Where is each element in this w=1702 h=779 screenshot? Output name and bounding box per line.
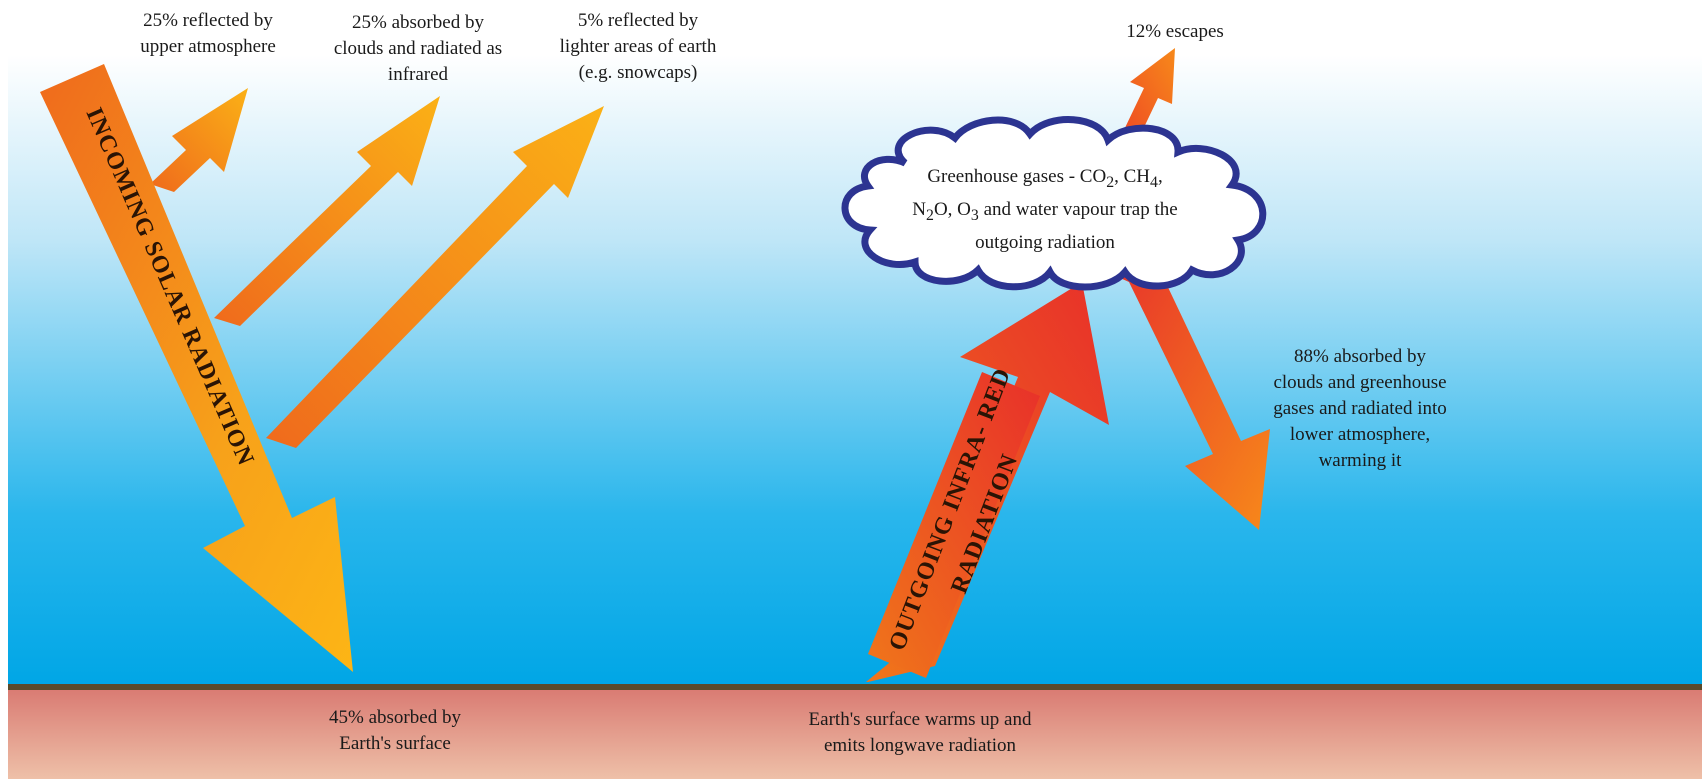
- reflected-upper-arrow: [150, 88, 248, 192]
- ground-background: [8, 688, 1702, 779]
- label-surface-warms: Earth's surface warms up and emits longw…: [808, 709, 1032, 756]
- reflected-clouds-arrow: [214, 96, 440, 326]
- cloud-text-line1: Greenhouse gases - CO2, CH4,: [927, 166, 1163, 191]
- label-absorbed-surface: 45% absorbed by Earth's surface: [329, 707, 461, 754]
- label-escapes: 12% escapes: [1126, 21, 1224, 42]
- label-reflected-lighter: 5% reflected by lighter areas of earth (…: [559, 10, 717, 83]
- ground-line: [8, 684, 1702, 690]
- label-absorbed-greenhouse: 88% absorbed by clouds and greenhouse ga…: [1273, 346, 1447, 471]
- reflected-lighter-arrow: [266, 106, 604, 448]
- label-absorbed-clouds: 25% absorbed by clouds and radiated as i…: [333, 12, 503, 85]
- cloud-text-line2: N2O, O3 and water vapour trap the: [912, 198, 1178, 224]
- cloud-text: Greenhouse gases - CO2, CH4, N2O, O3 and…: [885, 163, 1205, 256]
- greenhouse-cloud: [841, 116, 1267, 291]
- incoming-solar-arrow: [40, 64, 353, 672]
- cloud-text-line3: outgoing radiation: [975, 231, 1115, 253]
- outgoing-infrared-arrow-body: [868, 372, 1040, 678]
- label-reflected-upper: 25% reflected by upper atmosphere: [140, 10, 276, 57]
- escapes-arrow: [1123, 48, 1175, 142]
- absorbed-downward-arrow: [1120, 262, 1270, 530]
